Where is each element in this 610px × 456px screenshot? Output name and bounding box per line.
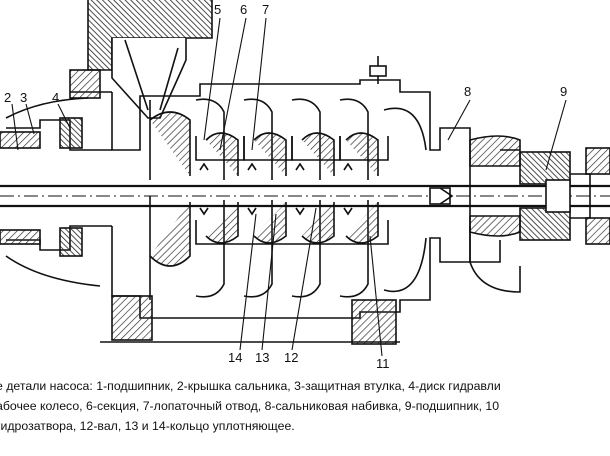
caption-line-1: е детали насоса: 1-подшипник, 2-крышка с… [0,379,501,393]
left-end-cover [0,97,112,287]
shaft [0,184,610,208]
callout-2: 2 [4,90,11,105]
stage-5 [339,107,427,293]
callout-5: 5 [214,2,221,17]
callout-3: 3 [20,90,27,105]
callout-labels: 2 3 4 5 6 7 8 9 11 12 13 14 [4,2,567,371]
caption-line-2: абочее колесо, 6-секция, 7-лопаточный от… [0,399,500,413]
stage-3 [243,98,321,298]
suction-nozzle [69,0,213,119]
caption: е детали насоса: 1-подшипник, 2-крышка с… [0,376,610,456]
callout-11: 11 [376,356,390,371]
caption-line-3: гидрозатвора, 12-вал, 13 и 14-кольцо упл… [0,419,295,433]
callout-9: 9 [560,84,567,99]
right-gland-and-bearing [469,135,610,293]
stage-1 [149,98,225,300]
pump-section-drawing: 2 3 4 5 6 7 8 9 11 12 13 14 [0,0,610,371]
callout-13: 13 [255,350,269,365]
callout-12: 12 [284,350,298,365]
stage-4 [291,98,369,298]
callout-leaders [11,17,567,357]
callout-4: 4 [52,90,59,105]
callout-7: 7 [262,2,269,17]
callout-8: 8 [464,84,471,99]
callout-6: 6 [240,2,247,17]
pump-casing [100,56,471,345]
impeller-stages [149,98,427,300]
callout-14: 14 [228,350,242,365]
stage-2 [195,98,273,298]
